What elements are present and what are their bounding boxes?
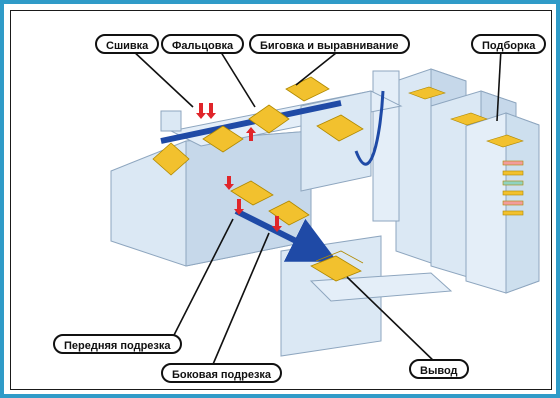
label-creasing: Биговка и выравнивание [249,34,410,54]
processing-arrows [196,103,282,232]
label-gathering: Подборка [471,34,547,54]
leader-lines [130,48,502,370]
machine-illustration [110,48,540,370]
moving-sheets [152,76,364,282]
label-folding: Фальцовка [161,34,245,54]
gathering-sheets [408,86,524,216]
label-front-trim: Передняя подрезка [53,334,182,354]
conveyor-belt [160,100,342,144]
diagram-canvas: Сшивка Фальцовка Биговка и выравнивание … [10,10,552,390]
label-stitching: Сшивка [95,34,160,54]
label-output: Вывод [409,359,469,379]
label-side-trim: Боковая подрезка [161,363,283,383]
feed-cable [354,90,385,166]
output-flow-arrow [234,208,338,262]
